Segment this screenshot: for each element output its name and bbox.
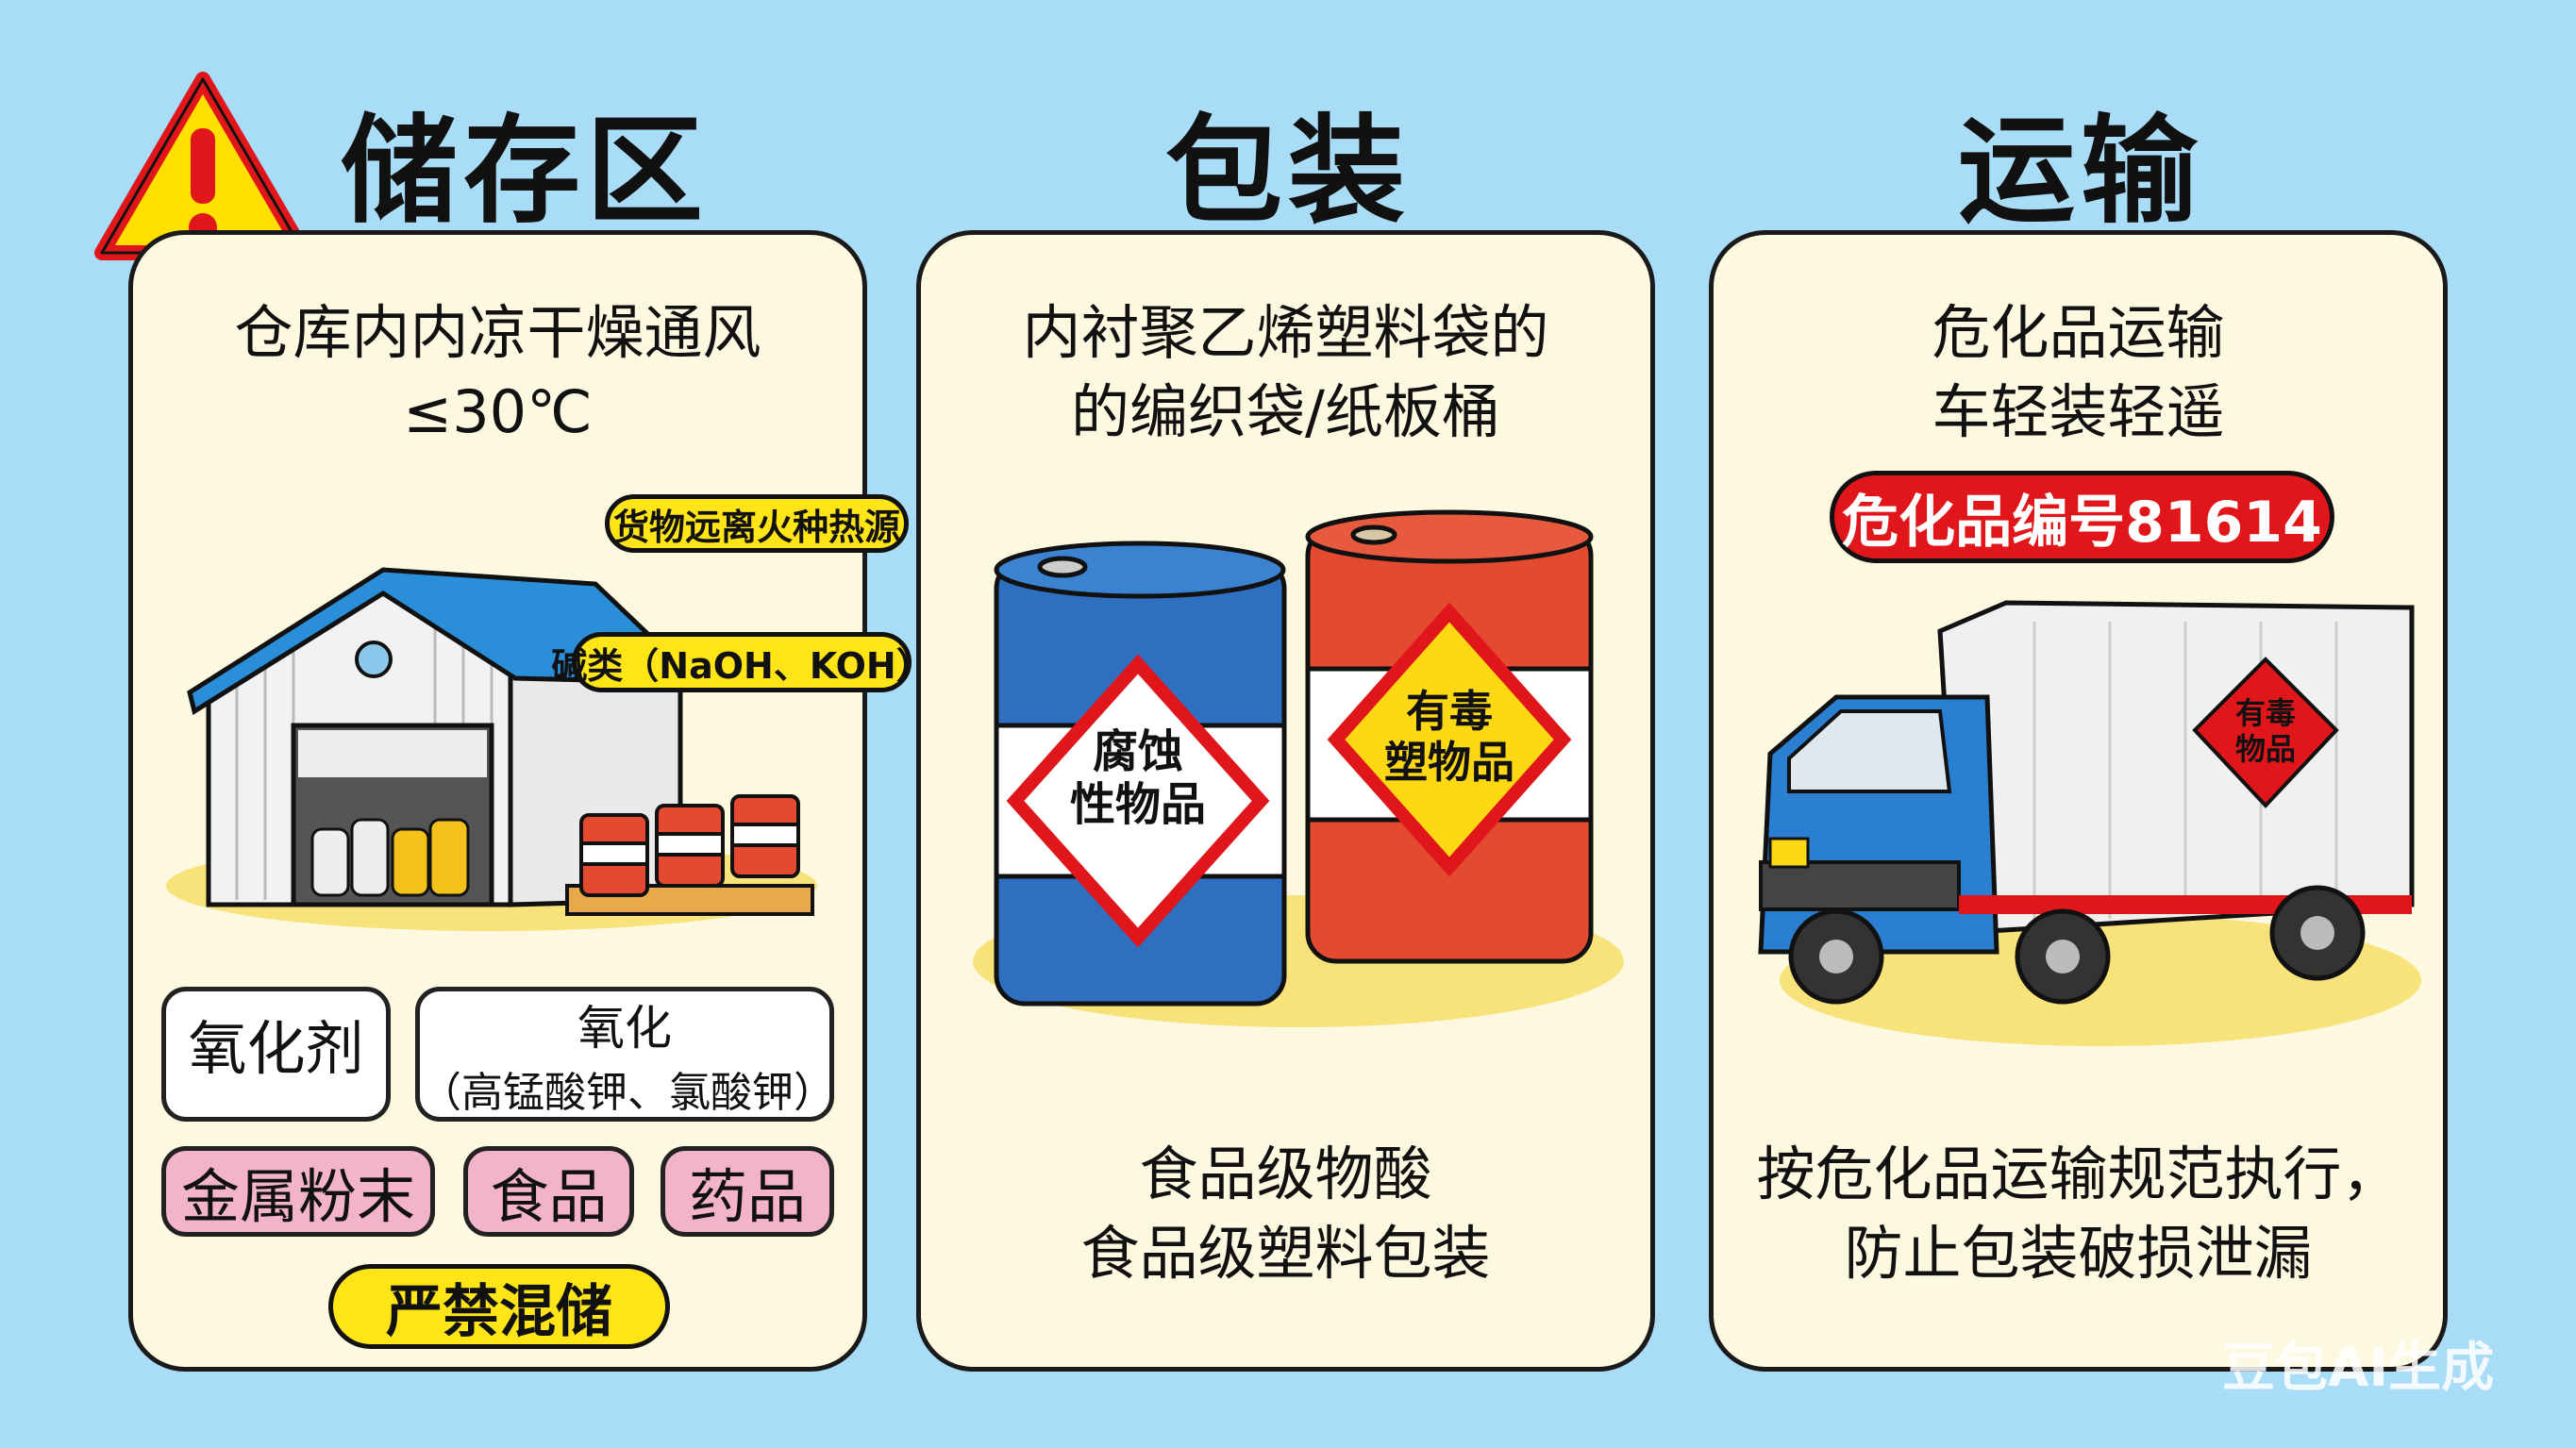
toxic-label: 有毒 塑物品	[1336, 686, 1563, 788]
truck-toxic-label-1: 有毒	[2209, 695, 2322, 731]
transport-subtitle-2: 车轻装轻遥	[1714, 373, 2443, 452]
callout-alkali: 碱类（NaOH、KOH）	[572, 632, 912, 692]
tag-oxidation-label: 氧化	[577, 990, 672, 1058]
corrosive-label-1: 腐蚀	[1025, 725, 1251, 778]
transport-panel: 危化品运输 车轻装轻遥 危化品编号81614 有毒 物品 按危化品运输规范执行，…	[1709, 230, 2448, 1372]
warehouse-illustration	[152, 518, 831, 933]
tag-oxidation: 氧化 （高锰酸钾、氯酸钾）	[415, 987, 834, 1122]
tag-oxidizer-label: 氧化剂	[188, 1001, 363, 1086]
hazard-number-pill: 危化品编号81614	[1830, 471, 2334, 563]
packaging-subtitle-1: 内衬聚乙烯塑料袋的	[921, 293, 1650, 373]
transport-title: 运输	[1798, 75, 2364, 245]
tag-metal-powder: 金属粉末	[161, 1146, 435, 1237]
storage-subtitle-1: 仓库内内凉干燥通风	[133, 293, 862, 373]
truck-illustration	[1751, 593, 2431, 1056]
corrosive-label: 腐蚀 性物品	[1025, 725, 1251, 831]
transport-footer-1: 按危化品运输规范执行，	[1714, 1135, 2443, 1214]
tag-oxidizer: 氧化剂	[161, 987, 391, 1122]
packaging-panel: 内衬聚乙烯塑料袋的 的编织袋/纸板桶 腐蚀 性物品 有毒 塑物品 食品级物酸 食…	[916, 230, 1655, 1372]
storage-subtitle-2: ≤30℃	[133, 373, 862, 452]
packaging-subtitle-2: 的编织袋/纸板桶	[921, 373, 1650, 452]
watermark: 豆包AI生成	[2222, 1325, 2494, 1402]
packaging-footer-2: 食品级塑料包装	[921, 1214, 1650, 1293]
packaging-footer-1: 食品级物酸	[921, 1135, 1650, 1214]
transport-footer-2: 防止包装破损泄漏	[1714, 1214, 2443, 1293]
storage-title: 储存区	[242, 75, 808, 245]
toxic-label-1: 有毒	[1336, 686, 1563, 737]
corrosive-label-2: 性物品	[1025, 778, 1251, 831]
no-mixed-storage-pill: 严禁混储	[328, 1264, 670, 1349]
toxic-label-2: 塑物品	[1336, 737, 1563, 788]
truck-toxic-label: 有毒 物品	[2209, 695, 2322, 767]
storage-panel: 仓库内内凉干燥通风 ≤30℃ 货物远离火种热源 碱类（NaOH、KOH） 氧化剂…	[128, 230, 867, 1372]
tag-medicine: 药品	[661, 1146, 834, 1237]
transport-subtitle-1: 危化品运输	[1714, 293, 2443, 373]
tag-food: 食品	[463, 1146, 634, 1237]
truck-toxic-label-2: 物品	[2209, 731, 2322, 767]
callout-away-from-fire: 货物远离火种热源	[605, 494, 909, 553]
packaging-title: 包装	[1005, 75, 1571, 245]
tag-oxidation-sub: （高锰酸钾、氯酸钾）	[420, 1058, 829, 1119]
